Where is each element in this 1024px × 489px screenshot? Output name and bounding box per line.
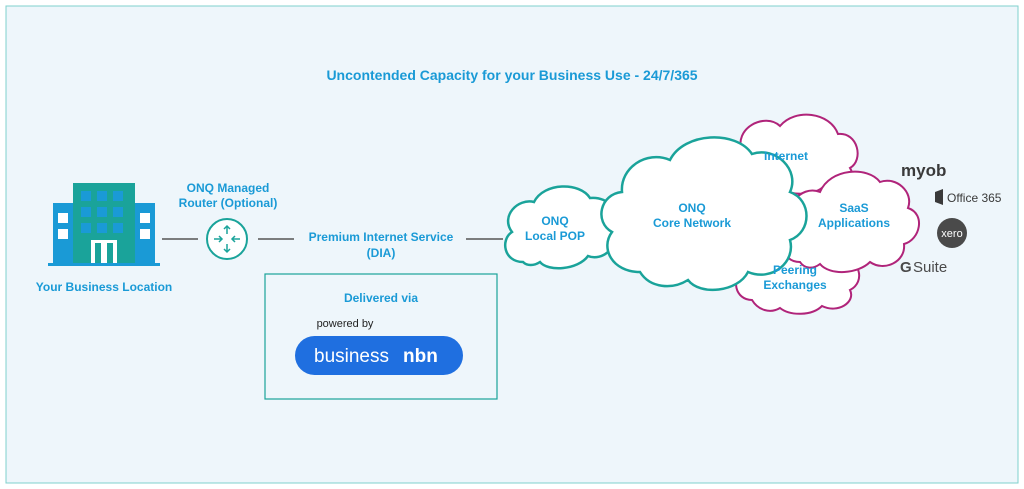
gsuite-text: Suite bbox=[913, 259, 947, 276]
router-icon bbox=[206, 218, 248, 260]
local-pop-label-line2: Local POP bbox=[525, 229, 585, 243]
service-label-line1: Premium Internet Service bbox=[309, 230, 454, 244]
diagram-title: Uncontended Capacity for your Business U… bbox=[326, 67, 697, 83]
gsuite-logo: G Suite bbox=[900, 259, 947, 276]
peering-label-line2: Exchanges bbox=[763, 278, 827, 292]
router-label-line1: ONQ Managed bbox=[187, 181, 270, 195]
internet-label: Internet bbox=[764, 149, 808, 163]
business-nbn-logo: business nbn bbox=[295, 336, 463, 375]
business-location-label: Your Business Location bbox=[36, 280, 172, 294]
xero-logo: xero bbox=[937, 218, 967, 248]
delivery-box bbox=[264, 273, 498, 400]
router-label-line2: Router (Optional) bbox=[179, 196, 278, 210]
core-network-cloud bbox=[600, 136, 808, 292]
delivered-via-label: Delivered via bbox=[344, 291, 418, 305]
office365-logo: Office 365 bbox=[935, 189, 1002, 205]
core-network-label-line1: ONQ bbox=[678, 201, 705, 215]
service-label-line2: (DIA) bbox=[367, 246, 396, 260]
gsuite-g-icon: G bbox=[900, 259, 912, 276]
myob-logo: myob bbox=[901, 161, 946, 180]
nbn-logo-business: business bbox=[314, 346, 389, 367]
peering-label-line1: Peering bbox=[773, 263, 817, 277]
powered-by-label: powered by bbox=[317, 318, 374, 330]
saas-label-line2: Applications bbox=[818, 216, 890, 230]
nbn-logo-nbn: nbn bbox=[403, 346, 438, 367]
xero-text: xero bbox=[941, 228, 962, 240]
core-network-label-line2: Core Network bbox=[653, 216, 731, 230]
local-pop-label-line1: ONQ bbox=[541, 214, 568, 228]
office-icon bbox=[935, 189, 943, 205]
building-icon bbox=[48, 183, 160, 266]
office365-text: Office 365 bbox=[947, 191, 1002, 205]
saas-label-line1: SaaS bbox=[839, 201, 868, 215]
